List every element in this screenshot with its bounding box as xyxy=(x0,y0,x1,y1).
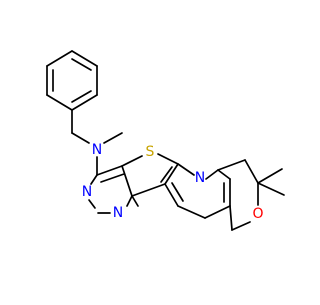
bond xyxy=(131,195,139,207)
background xyxy=(0,0,300,300)
bond xyxy=(177,205,206,219)
bond xyxy=(46,50,73,67)
bond xyxy=(157,153,179,165)
molecule-canvas: N N N S N O xyxy=(0,0,300,300)
bond xyxy=(46,94,73,111)
bond xyxy=(126,195,133,207)
bond xyxy=(71,132,90,144)
bond xyxy=(100,173,125,183)
bond xyxy=(160,166,173,183)
bond xyxy=(164,183,179,207)
bond xyxy=(103,132,123,144)
pyrimidine-nitrogen-bottom-label: N xyxy=(113,205,123,221)
bond xyxy=(90,174,98,185)
bond xyxy=(217,159,246,171)
bond xyxy=(131,183,166,197)
bond xyxy=(217,169,231,180)
bond xyxy=(71,58,92,71)
bond xyxy=(121,165,133,197)
bond xyxy=(244,159,259,184)
bonds xyxy=(46,50,285,231)
bond xyxy=(71,94,98,111)
bond xyxy=(231,221,251,231)
bond xyxy=(96,165,123,176)
amine-nitrogen-label: N xyxy=(92,142,102,158)
bond xyxy=(171,182,184,202)
bond xyxy=(257,168,283,184)
pyridine-nitrogen-label: N xyxy=(195,170,205,186)
bond xyxy=(71,90,92,103)
bond xyxy=(121,155,143,167)
bond xyxy=(257,182,285,196)
bond xyxy=(164,163,179,185)
bond xyxy=(71,50,98,67)
bond xyxy=(205,169,219,180)
bond xyxy=(229,205,233,231)
bond xyxy=(88,199,96,209)
molecule-structure: N N N S N O xyxy=(0,0,300,300)
sulfur-label: S xyxy=(146,144,155,160)
atom-labels: N N N S N O xyxy=(82,142,264,222)
pyrimidine-nitrogen-top-label: N xyxy=(82,184,92,200)
bond xyxy=(204,205,231,219)
bond xyxy=(177,163,195,176)
pyran-oxygen-label: O xyxy=(252,206,263,222)
